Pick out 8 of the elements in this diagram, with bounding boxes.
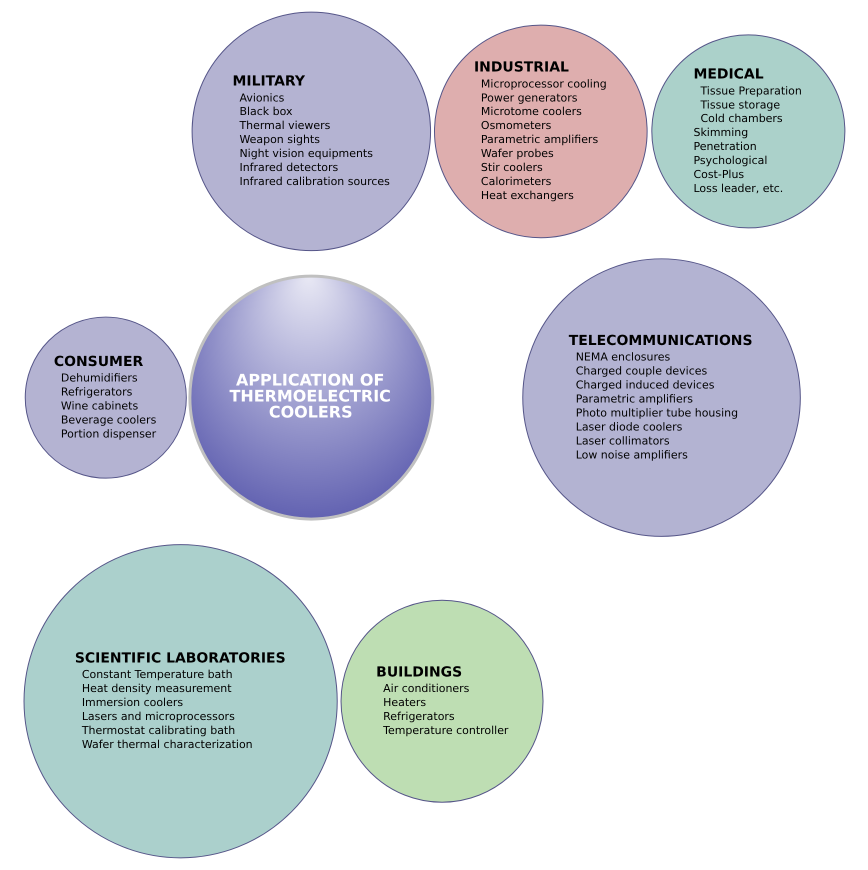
node-circle: APPLICATION OF THERMOELECTRIC COOLERS — [188, 274, 434, 521]
node-circle: INDUSTRIAL Microprocessor cooling Power generators Microtome coolers Osmometers Parametric amplifiers Wafer probes Stir coolers Calorimeters Heat exchangers — [434, 24, 648, 238]
node-circle: BUILDINGS Air conditioners Heaters Refrigerators Temperature controller — [340, 600, 544, 803]
node-circle: MILITARY Avionics Black box Thermal viewers Weapon sights Night vision equipments Infrared detectors Infrared calibration sources — [191, 12, 431, 252]
node-circle: TELECOMMUNICATIONS NEMA enclosures Charged couple devices Charged induced devices Parametric amplifiers Photo multiplier tube housing Laser diode coolers Laser collimators Low noise amplifiers — [522, 258, 800, 537]
node-circle: CONSUMER Dehumidifiers Refrigerators Wine cabinets Beverage coolers Portion dispenser — [24, 316, 186, 479]
node-circle: MEDICAL Tissue Preparation Tissue storage Cold chambers Skimming Penetration Psychological Cost-Plus Loss leader, etc. — [650, 34, 845, 228]
node-circle: SCIENTIFIC LABORATORIES Constant Temperature bath Heat density measurement Immersion coolers Lasers and microprocessors Thermostat calibrating bath Wafer thermal characterization — [23, 544, 338, 858]
